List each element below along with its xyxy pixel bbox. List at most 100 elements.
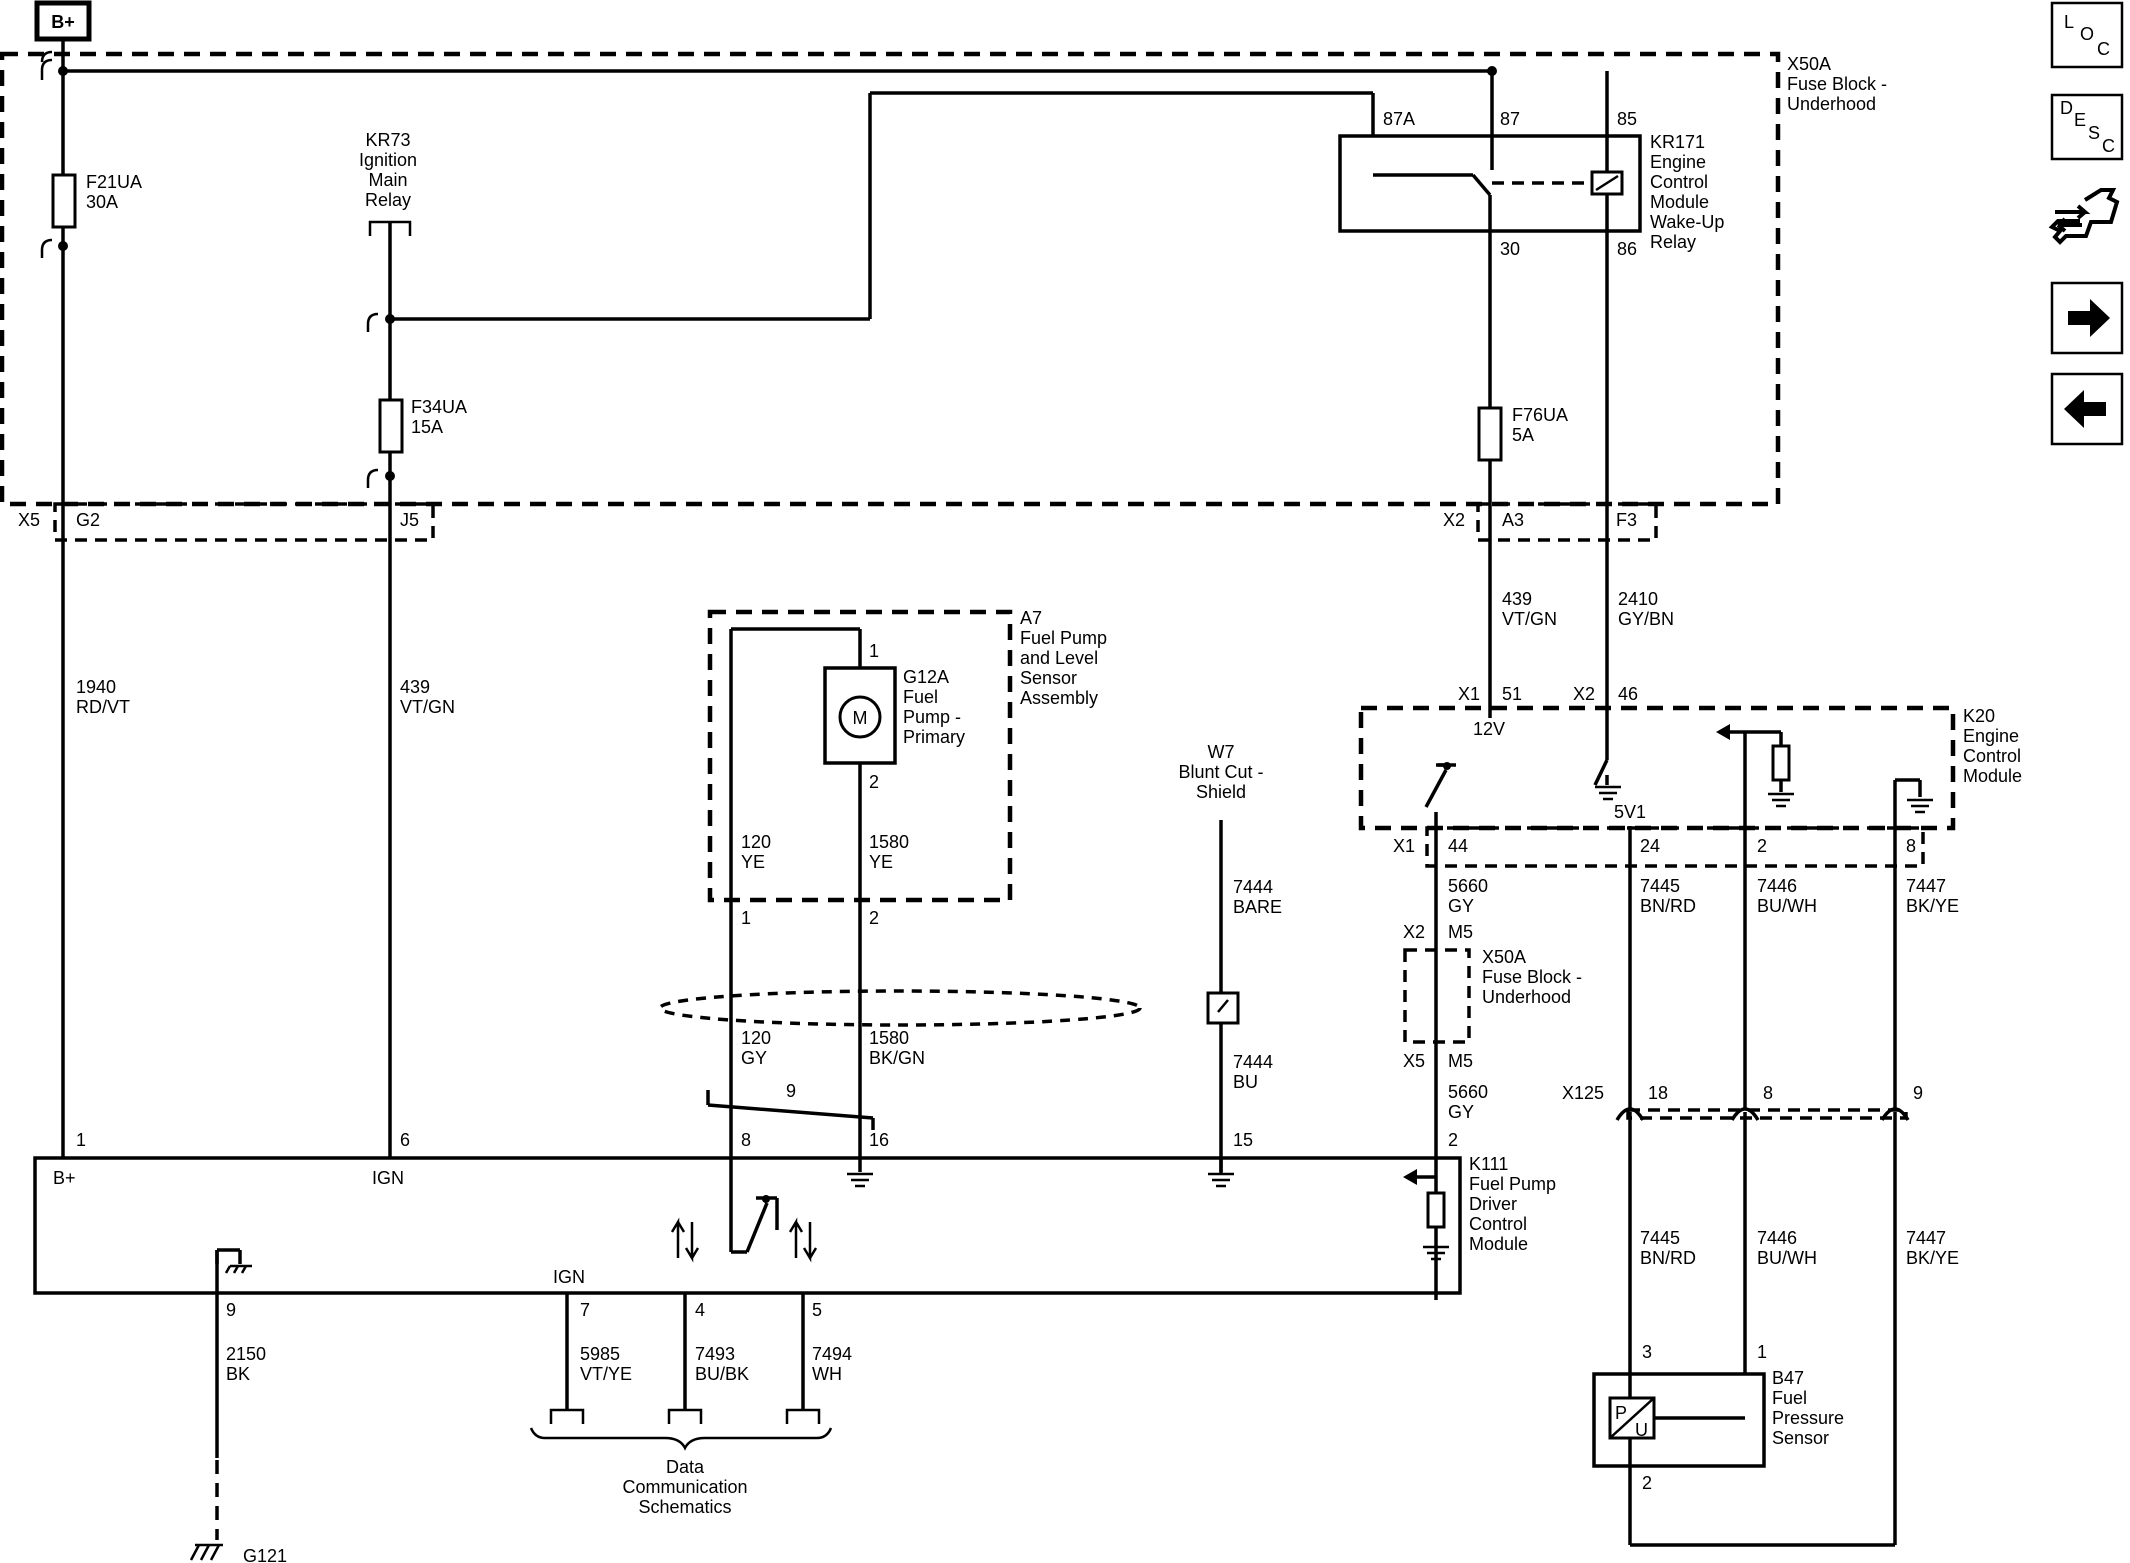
label: X5 — [1403, 1051, 1425, 1071]
label: BN/RD — [1640, 1248, 1696, 1268]
x50a-inline-outline — [1403, 948, 1471, 1044]
label: 5V1 — [1614, 802, 1646, 822]
label: C — [2102, 136, 2115, 156]
label: O — [2080, 24, 2094, 44]
label: 9 — [226, 1300, 236, 1320]
label: X1 — [1458, 684, 1480, 704]
label: 2 — [1448, 1130, 1458, 1150]
label: F3 — [1616, 510, 1637, 530]
label: 2150 — [226, 1344, 266, 1364]
label: F34UA — [411, 397, 467, 417]
label: 2 — [1757, 836, 1767, 856]
label: 5660 — [1448, 1082, 1488, 1102]
label: BK/YE — [1906, 1248, 1959, 1268]
cable-shield — [658, 989, 1142, 1027]
label: 1580 — [869, 832, 909, 852]
label: 7447 — [1906, 1228, 1946, 1248]
label: 7444 — [1233, 1052, 1273, 1072]
label: VT/YE — [580, 1364, 632, 1384]
k111-internals — [215, 1158, 1449, 1300]
label: 18 — [1648, 1083, 1668, 1103]
description-button[interactable]: D E S C — [2050, 93, 2124, 161]
connector-end-view-icon[interactable] — [2048, 188, 2122, 258]
fuel-pump-driver-module-k111 — [33, 1156, 1462, 1295]
label: A3 — [1502, 510, 1524, 530]
label: U — [1635, 1420, 1648, 1440]
back-arrow-button[interactable] — [2050, 372, 2124, 446]
ground-g121: G121 — [189, 1543, 287, 1563]
label: E — [2074, 110, 2086, 130]
label: M — [853, 708, 868, 728]
label: F76UA — [1512, 405, 1568, 425]
label: 24 — [1640, 836, 1660, 856]
fuse-f76ua: F76UA 5A — [1477, 405, 1568, 462]
connector-x5-outline — [53, 502, 435, 542]
label: 5985 — [580, 1344, 620, 1364]
label: 86 — [1617, 239, 1637, 259]
label: GY/BN — [1618, 609, 1674, 629]
label: G121 — [243, 1546, 287, 1563]
label: S — [2088, 123, 2100, 143]
label: 120 — [741, 1028, 771, 1048]
x125-pin-caps — [1615, 1107, 1910, 1121]
label: 87A — [1383, 109, 1415, 129]
label: 12V — [1473, 719, 1505, 739]
label: 9 — [786, 1081, 796, 1101]
label: J5 — [400, 510, 419, 530]
label: X2 — [1403, 922, 1425, 942]
label: BN/RD — [1640, 896, 1696, 916]
label: 1 — [1757, 1342, 1767, 1362]
connector-x125-outline — [1626, 1108, 1908, 1120]
label: IGN — [553, 1267, 585, 1287]
label: 4 — [695, 1300, 705, 1320]
label: 16 — [869, 1130, 889, 1150]
fuse-f21ua: F21UA 30A — [51, 172, 142, 229]
label: 46 — [1618, 684, 1638, 704]
forward-arrow-icon — [2068, 299, 2110, 337]
label: B+ — [53, 1168, 76, 1188]
label: BU/BK — [695, 1364, 749, 1384]
b-plus-feed — [40, 39, 1497, 150]
label: 2 — [869, 772, 879, 792]
k20-outline — [1358, 705, 1956, 831]
label: 85 — [1617, 109, 1637, 129]
location-button[interactable]: L O C — [2050, 1, 2124, 69]
fuse-f34ua: F34UA 15A — [378, 397, 467, 454]
connector-hook — [40, 238, 53, 258]
label: BU/WH — [1757, 1248, 1817, 1268]
label: 15 — [1233, 1130, 1253, 1150]
label: IGN — [372, 1168, 404, 1188]
label: 5 — [812, 1300, 822, 1320]
label: 7446 — [1757, 876, 1797, 896]
label: X5 — [18, 510, 40, 530]
label: BK — [226, 1364, 250, 1384]
battery-label-box: B+ — [34, 0, 92, 42]
label: M5 — [1448, 922, 1473, 942]
label: M5 — [1448, 1051, 1473, 1071]
shield-drain-terminal — [1206, 991, 1240, 1025]
label: 87 — [1500, 109, 1520, 129]
label: 1 — [869, 641, 879, 661]
label: 120 — [741, 832, 771, 852]
label: YE — [869, 852, 893, 872]
k20-internals — [1424, 712, 1933, 870]
label: BARE — [1233, 897, 1282, 917]
label: GY — [1448, 896, 1474, 916]
label: 6 — [400, 1130, 410, 1150]
forward-arrow-button[interactable] — [2050, 281, 2124, 355]
label: X2 — [1573, 684, 1595, 704]
back-arrow-icon — [2064, 390, 2106, 428]
label: 1580 — [869, 1028, 909, 1048]
label: 7446 — [1757, 1228, 1797, 1248]
label: 7445 — [1640, 876, 1680, 896]
label: 3 — [1642, 1342, 1652, 1362]
label: 8 — [1763, 1083, 1773, 1103]
label: 439 — [1502, 589, 1532, 609]
